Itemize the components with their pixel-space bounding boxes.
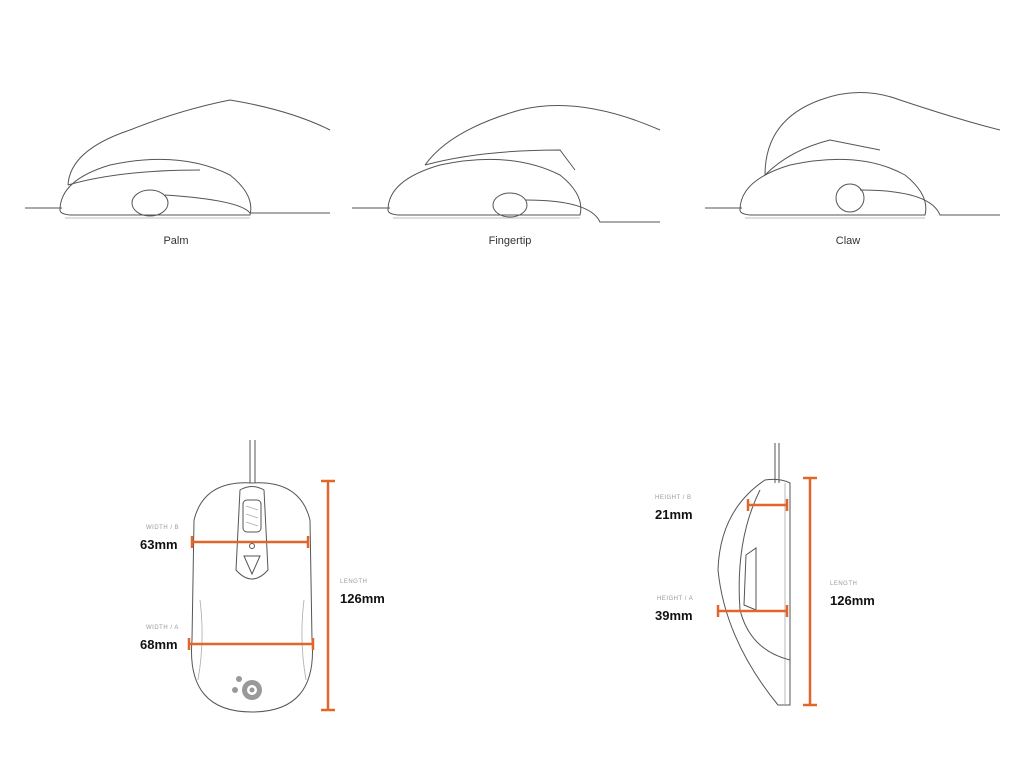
width-a-label: WIDTH / A (146, 625, 179, 631)
height-a-label: HEIGHT / A (657, 596, 694, 602)
height-b-label: HEIGHT / B (655, 495, 692, 501)
width-b-dimension-line (190, 536, 310, 548)
grip-label-fingertip: Fingertip (488, 235, 532, 247)
grip-label-palm: Palm (163, 235, 189, 247)
height-a-dimension-line (716, 605, 789, 617)
width-b-label: WIDTH / B (146, 525, 180, 531)
width-a-dimension-line (187, 638, 315, 650)
top-length-dimension-line (321, 479, 335, 712)
height-b-value: 21mm (655, 507, 693, 522)
height-b-dimension-line (746, 499, 789, 511)
top-length-value: 126mm (340, 591, 385, 606)
top-view-mouse (191, 440, 313, 713)
top-length-label: LENGTH (340, 579, 368, 585)
side-view-mouse (717, 443, 791, 706)
side-length-dimension-line (803, 476, 817, 707)
height-a-value: 39mm (655, 608, 693, 623)
side-length-label: LENGTH (830, 581, 858, 587)
claw-grip-illustration (705, 92, 1001, 219)
fingertip-grip-illustration (352, 105, 661, 223)
side-length-value: 126mm (830, 593, 875, 608)
width-b-value: 63mm (140, 537, 178, 552)
grip-label-claw: Claw (835, 235, 861, 247)
width-a-value: 68mm (140, 637, 178, 652)
palm-grip-illustration (25, 99, 331, 219)
